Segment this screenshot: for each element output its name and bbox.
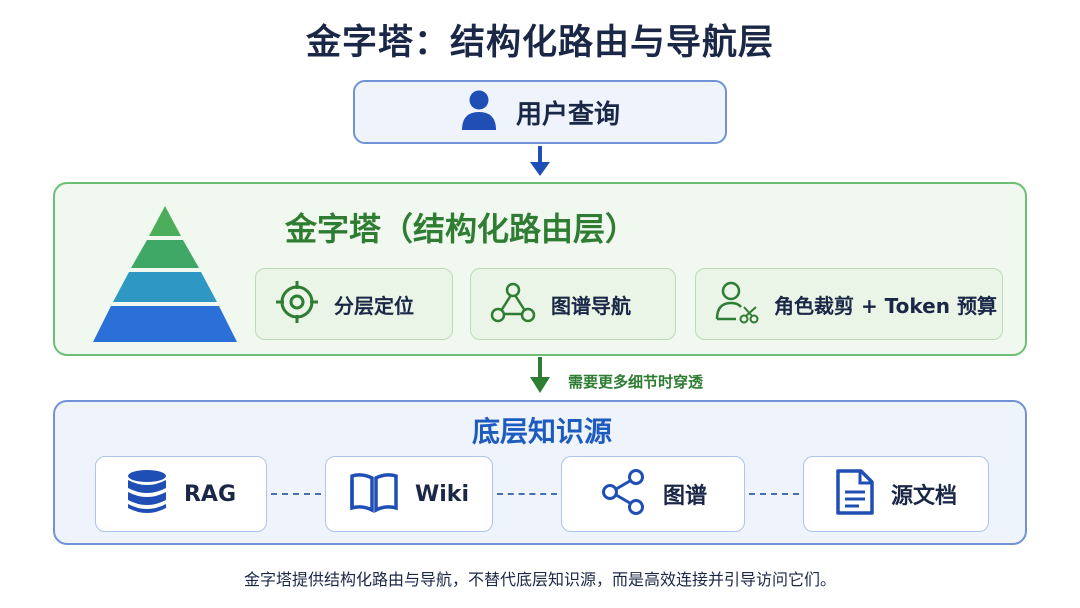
source-label: RAG [183, 481, 237, 507]
connector-dash [497, 493, 557, 495]
feature-role-trim-token-budget: 角色裁剪 + Token 预算 [695, 268, 1003, 340]
base-knowledge-layer: 底层知识源 RAG Wiki [53, 400, 1027, 545]
arrow-down-icon [530, 357, 550, 393]
connector-dash [749, 493, 799, 495]
arrow-down-icon [530, 146, 550, 176]
pyramid-routing-layer: 金字塔（结构化路由层） 分层定位 图谱导航 [53, 182, 1027, 356]
user-query-box: 用户查询 [353, 80, 727, 144]
connector-dash [271, 493, 321, 495]
feature-layered-positioning: 分层定位 [255, 268, 453, 340]
base-layer-title: 底层知识源 [471, 415, 612, 448]
feature-label: 角色裁剪 + Token 预算 [774, 293, 997, 318]
graph-nodes-icon [489, 280, 537, 328]
feature-label: 图谱导航 [551, 293, 631, 318]
pyramid-icon [93, 206, 237, 342]
feature-label: 分层定位 [334, 293, 414, 318]
source-rag: RAG [95, 456, 267, 532]
book-icon [349, 471, 399, 517]
user-icon [460, 89, 498, 135]
pyramid-layer-title: 金字塔（结构化路由层） [285, 210, 638, 248]
share-icon [599, 468, 647, 520]
source-label: 图谱 [662, 484, 707, 509]
user-scissors-icon [714, 279, 760, 329]
diagram-title: 金字塔：结构化路由与导航层 [305, 23, 774, 63]
source-documents: 源文档 [803, 456, 989, 532]
source-graph: 图谱 [561, 456, 745, 532]
target-icon [274, 279, 320, 329]
database-icon [126, 468, 168, 520]
footer-caption: 金字塔提供结构化路由与导航，不替代底层知识源，而是高效连接并引导访问它们。 [243, 570, 836, 589]
source-label: Wiki [415, 481, 469, 507]
user-query-label: 用户查询 [515, 99, 620, 130]
source-label: 源文档 [890, 484, 957, 509]
feature-graph-navigation: 图谱导航 [470, 268, 676, 340]
document-icon [835, 468, 875, 520]
source-wiki: Wiki [325, 456, 493, 532]
penetrate-label: 需要更多细节时穿透 [568, 373, 704, 391]
